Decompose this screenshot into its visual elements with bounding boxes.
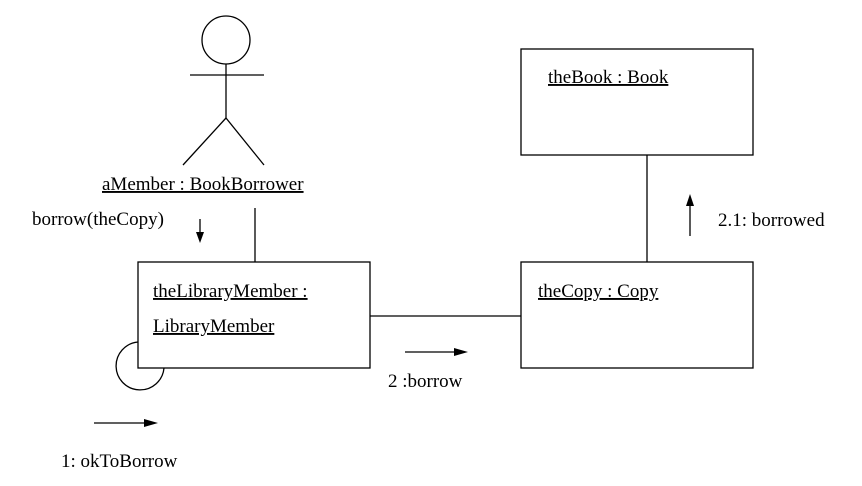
object-library-member-name: theLibraryMember : <box>153 281 308 302</box>
self-link-loop <box>115 341 165 391</box>
actor-stick-figure <box>182 15 265 166</box>
message-borrowed: 2.1: borrowed <box>718 210 825 231</box>
object-library-member-class: LibraryMember <box>153 316 275 337</box>
actor-label: aMember : BookBorrower <box>102 174 304 195</box>
object-copy-label: theCopy : Copy <box>538 281 659 302</box>
arrow-right-icon <box>405 348 468 356</box>
object-book-label: theBook : Book <box>548 67 669 88</box>
message-borrow: 2 :borrow <box>388 371 463 392</box>
object-copy <box>520 261 754 369</box>
message-borrow-the-copy: borrow(theCopy) <box>32 209 164 230</box>
actor-left-leg <box>182 117 227 166</box>
actor-right-leg <box>225 117 265 166</box>
arrow-up-icon <box>686 194 694 236</box>
actor-head <box>201 15 251 65</box>
arrow-down-icon <box>196 219 204 243</box>
message-ok-to-borrow: 1: okToBorrow <box>61 451 178 472</box>
arrow-right-icon <box>94 419 158 427</box>
object-library-member <box>137 261 371 369</box>
object-book <box>520 48 754 156</box>
